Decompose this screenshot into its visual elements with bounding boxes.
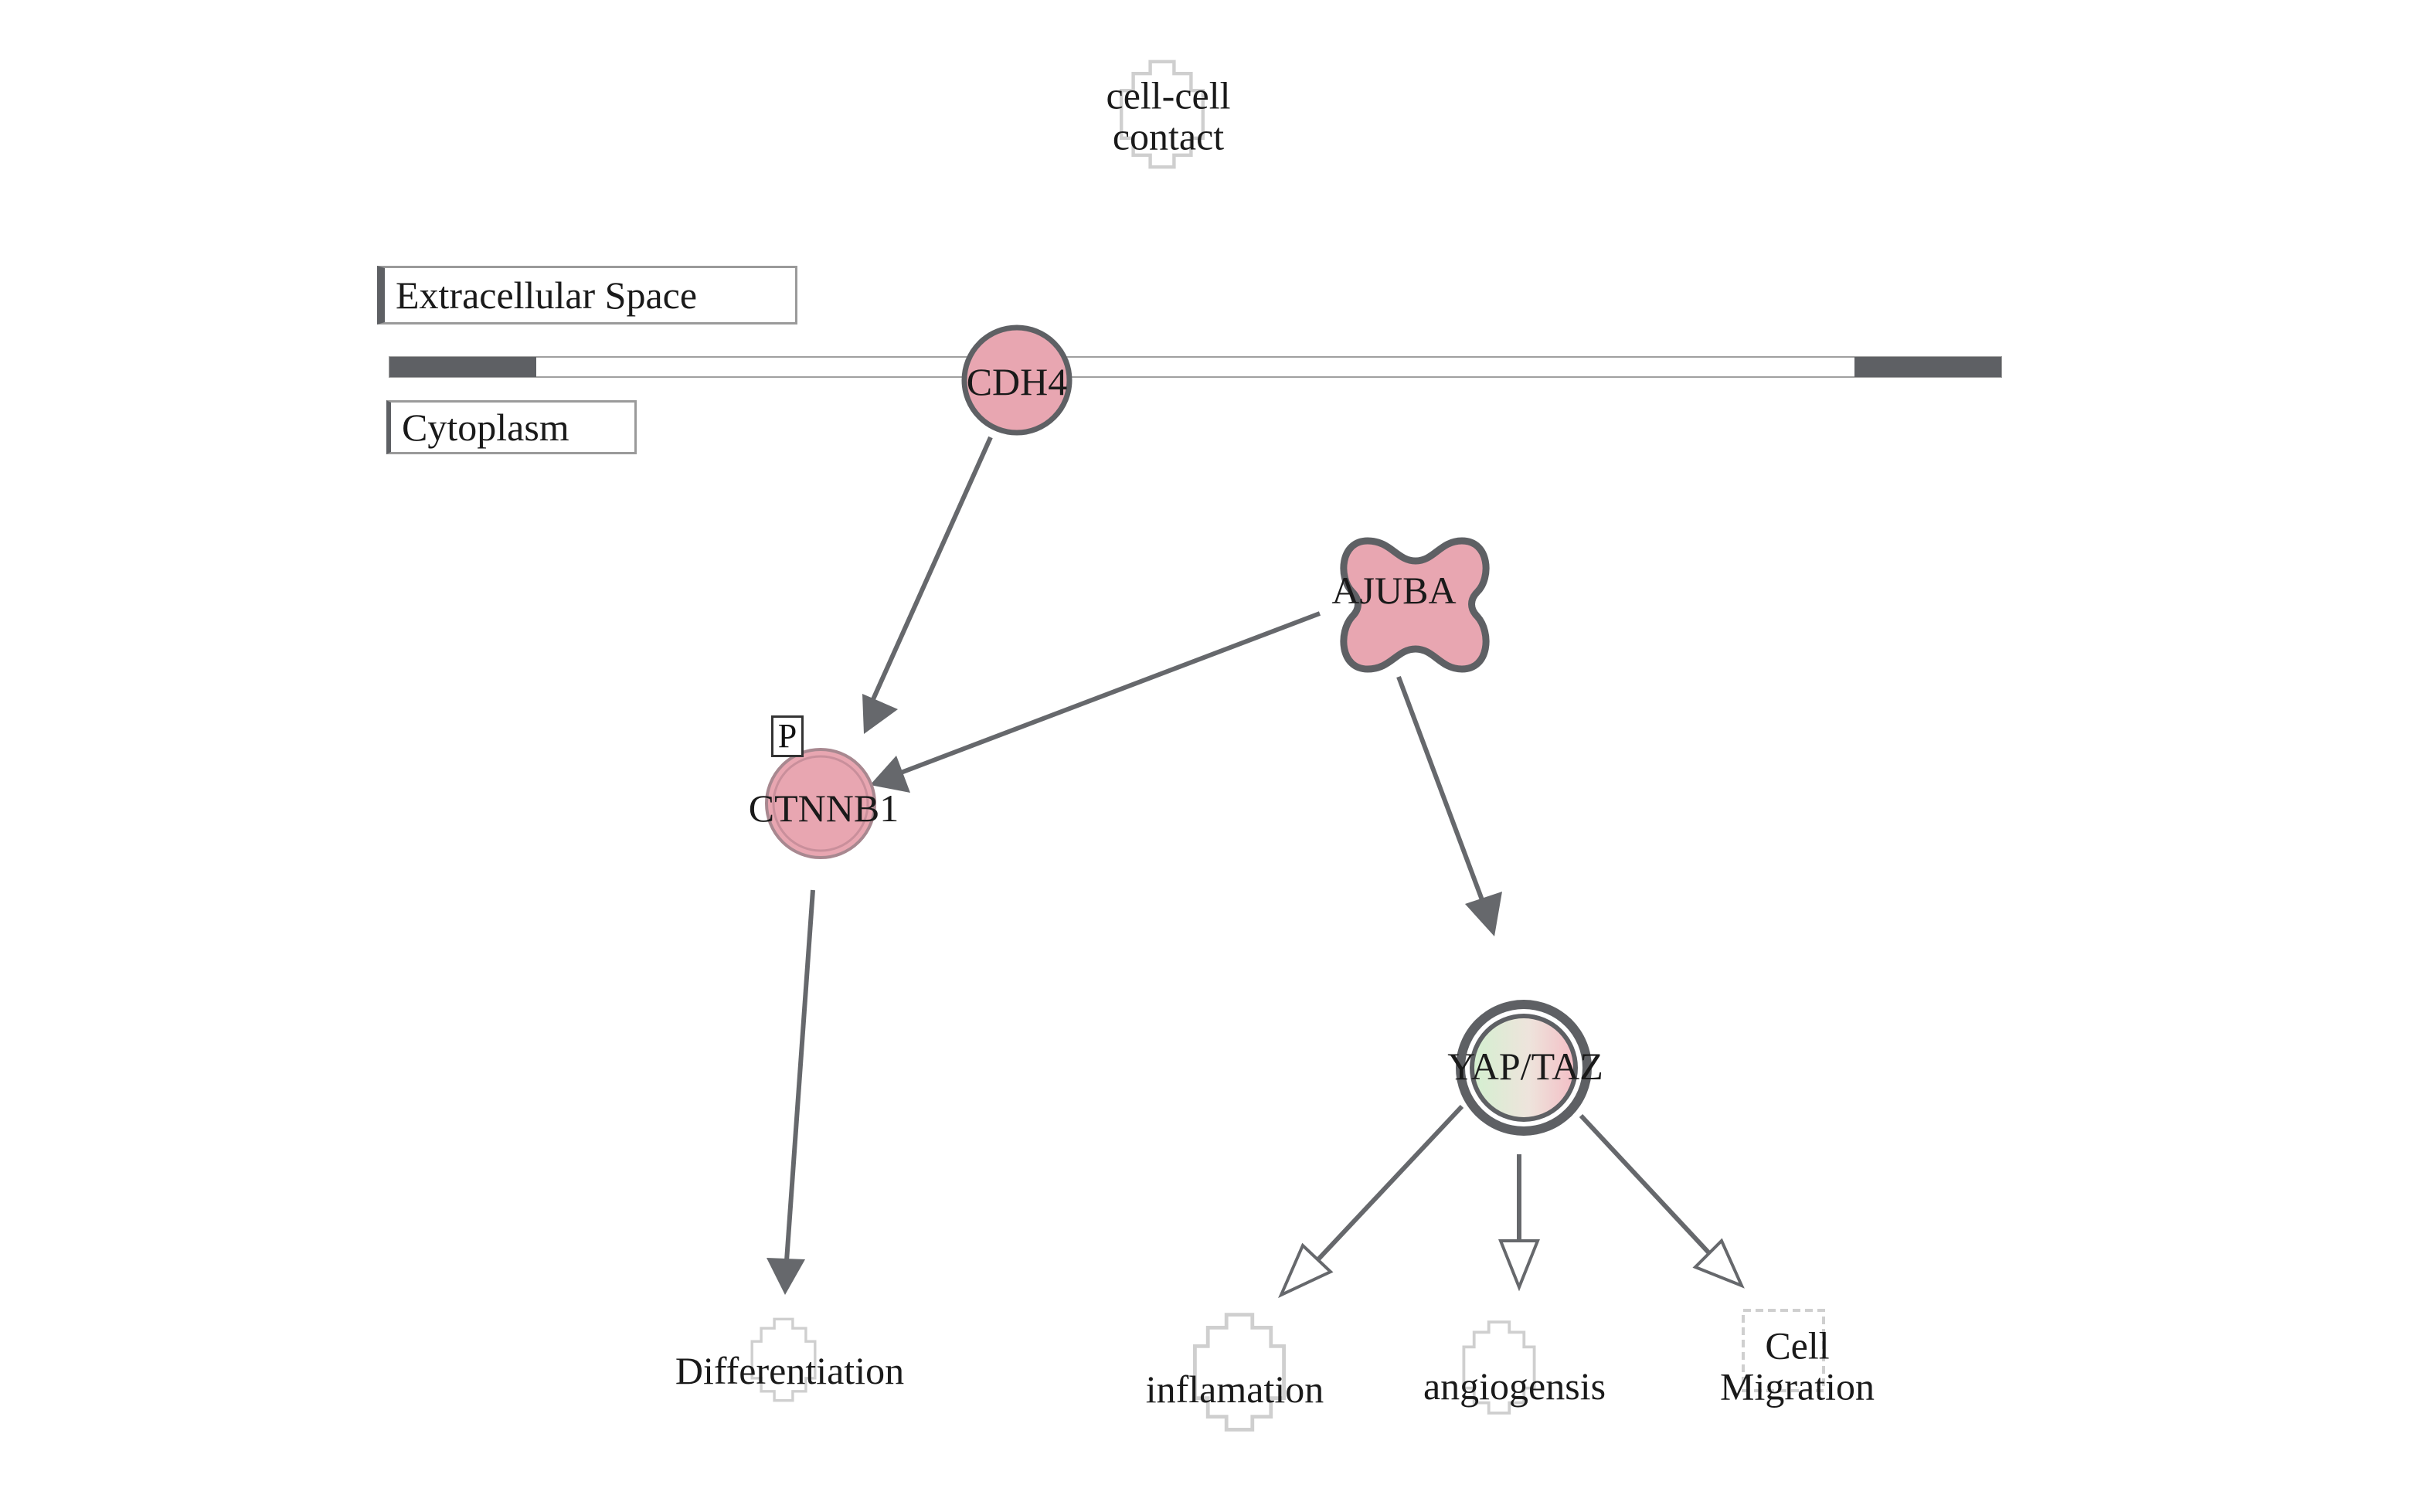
node-yap-taz[interactable] <box>1456 1000 1592 1136</box>
arrowhead-ctnnb1-differentiation <box>767 1258 805 1295</box>
node-ctnnb1[interactable] <box>765 748 876 859</box>
edges <box>767 436 1745 1299</box>
edge-ajuba-ctnnb1 <box>899 611 1321 775</box>
edge-cdh4-ctnnb1 <box>868 436 993 708</box>
plasma-membrane <box>389 356 2002 378</box>
arrowhead-yaptaz-angiogensis <box>1498 1239 1540 1292</box>
arrowhead-yaptaz-cellmigration <box>1692 1238 1745 1289</box>
function-icons <box>750 62 1825 1430</box>
cell-contact-puzzle-icon <box>1121 62 1203 167</box>
inflamation-puzzle-icon <box>1195 1315 1283 1430</box>
differentiation-puzzle-icon <box>750 1317 817 1402</box>
arrowhead-ajuba-ctnnb1 <box>870 756 910 793</box>
arrowhead-yaptaz-inflamation <box>1278 1242 1334 1299</box>
node-ajuba[interactable] <box>1340 537 1490 673</box>
angiogensis-puzzle-icon <box>1462 1320 1536 1415</box>
edge-ajuba-yaptaz <box>1396 675 1486 906</box>
arrowhead-cdh4-ctnnb1 <box>862 694 898 734</box>
edge-yaptaz-cellmigration <box>1579 1113 1712 1255</box>
arrowhead-ajuba-yaptaz <box>1465 892 1502 936</box>
edge-yaptaz-inflamation <box>1316 1104 1464 1262</box>
node-cdh4[interactable] <box>961 324 1073 436</box>
cell-migration-box-icon <box>1742 1309 1825 1392</box>
edge-ctnnb1-differentiation <box>784 889 815 1262</box>
